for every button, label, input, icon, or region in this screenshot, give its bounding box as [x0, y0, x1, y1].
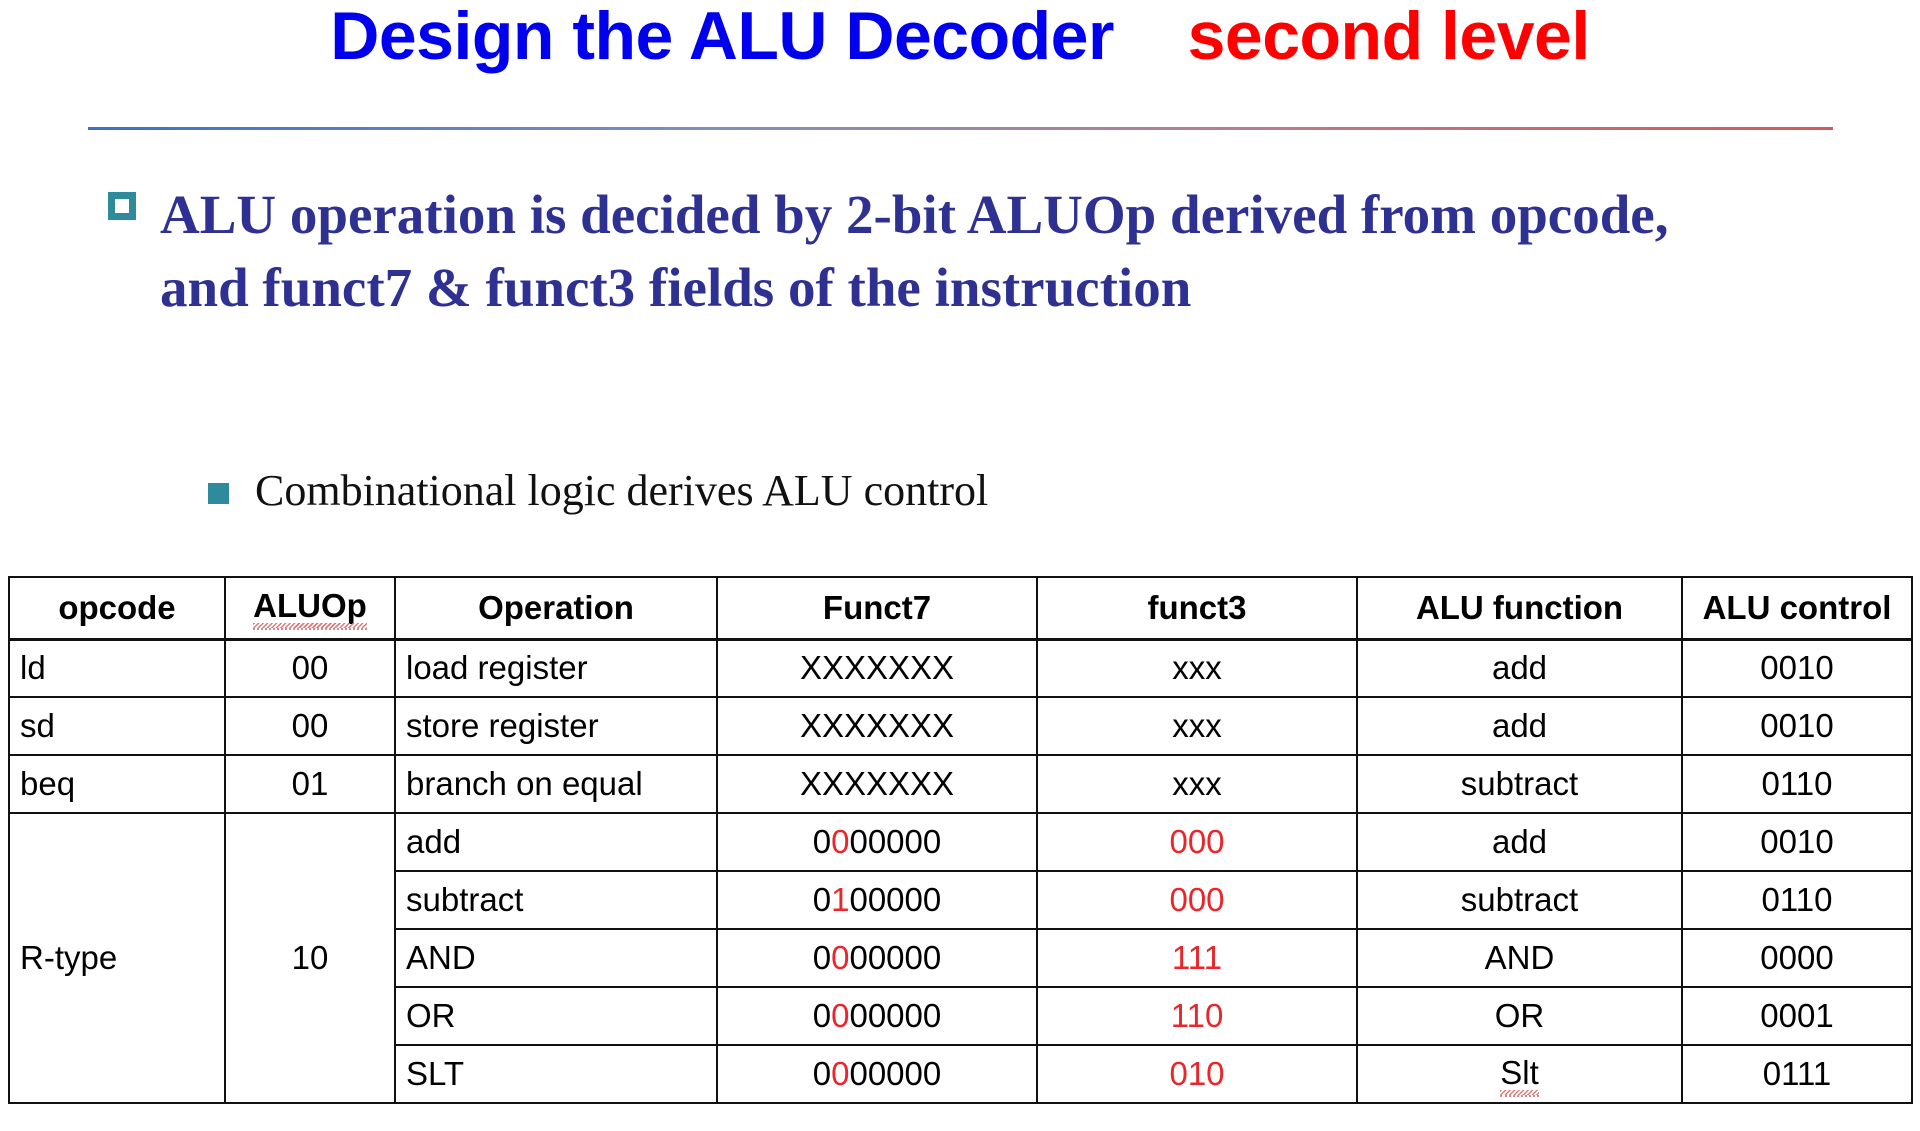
cell-aluop: 01 [224, 754, 396, 814]
cell-funct7: XXXXXXX [716, 638, 1038, 698]
title-divider [88, 127, 1833, 130]
cell-opcode: R-type [8, 812, 226, 1104]
cell-alu-control: 0010 [1681, 812, 1913, 872]
hollow-square-icon [108, 192, 136, 220]
table-header-cell: ALU function [1356, 576, 1683, 641]
cell-funct7: 0100000 [716, 870, 1038, 930]
cell-operation: subtract [394, 870, 718, 930]
cell-operation: load register [394, 638, 718, 698]
cell-opcode: ld [8, 638, 226, 698]
table-header-cell: ALU control [1681, 576, 1913, 641]
table-header-cell: ALUOp [224, 576, 396, 641]
cell-alu-control: 0010 [1681, 696, 1913, 756]
cell-operation: SLT [394, 1044, 718, 1104]
cell-alu-function: add [1356, 638, 1683, 698]
cell-alu-control: 0110 [1681, 870, 1913, 930]
cell-funct3: 111 [1036, 928, 1358, 988]
cell-aluop: 00 [224, 638, 396, 698]
bullet-level2: Combinational logic derives ALU control [208, 465, 988, 518]
cell-operation: add [394, 812, 718, 872]
bullet-level1-label: ALU operation is decided by 2-bit ALUOp … [160, 184, 1669, 319]
cell-funct3: 000 [1036, 812, 1358, 872]
table-header-cell: funct3 [1036, 576, 1358, 641]
cell-alu-function: OR [1356, 986, 1683, 1046]
cell-funct3: 000 [1036, 870, 1358, 930]
cell-operation: branch on equal [394, 754, 718, 814]
cell-funct7: XXXXXXX [716, 696, 1038, 756]
page-title: Design the ALU Decoder second level [0, 0, 1920, 74]
cell-funct3: 010 [1036, 1044, 1358, 1104]
page-title-main: Design the ALU Decoder [330, 0, 1114, 74]
cell-alu-function: Slt [1356, 1044, 1683, 1104]
cell-alu-control: 0001 [1681, 986, 1913, 1046]
cell-operation: OR [394, 986, 718, 1046]
cell-funct7: 0000000 [716, 1044, 1038, 1104]
cell-alu-function: subtract [1356, 754, 1683, 814]
cell-funct7: XXXXXXX [716, 754, 1038, 814]
table-header-cell: Funct7 [716, 576, 1038, 641]
bullet-level1: ALU operation is decided by 2-bit ALUOp … [108, 178, 1868, 324]
cell-alu-function: add [1356, 696, 1683, 756]
page-title-accent: second level [1187, 0, 1591, 74]
cell-aluop: 10 [224, 812, 396, 1104]
cell-alu-function: add [1356, 812, 1683, 872]
cell-opcode: beq [8, 754, 226, 814]
cell-funct7: 0000000 [716, 986, 1038, 1046]
cell-opcode: sd [8, 696, 226, 756]
cell-alu-function: subtract [1356, 870, 1683, 930]
cell-funct3: xxx [1036, 696, 1358, 756]
cell-operation: AND [394, 928, 718, 988]
cell-operation: store register [394, 696, 718, 756]
table-header-cell: opcode [8, 576, 226, 641]
spellcheck-underline: ALUOp [253, 587, 367, 631]
cell-alu-control: 0010 [1681, 638, 1913, 698]
spellcheck-underline: Slt [1500, 1054, 1539, 1097]
cell-funct7: 0000000 [716, 812, 1038, 872]
cell-alu-control: 0000 [1681, 928, 1913, 988]
cell-alu-control: 0110 [1681, 754, 1913, 814]
table-header-cell: Operation [394, 576, 718, 641]
cell-funct3: xxx [1036, 754, 1358, 814]
filled-square-icon [208, 483, 229, 504]
cell-aluop: 00 [224, 696, 396, 756]
cell-funct3: 110 [1036, 986, 1358, 1046]
cell-funct3: xxx [1036, 638, 1358, 698]
bullet-level2-label: Combinational logic derives ALU control [255, 466, 989, 515]
cell-alu-control: 0111 [1681, 1044, 1913, 1104]
cell-alu-function: AND [1356, 928, 1683, 988]
cell-funct7: 0000000 [716, 928, 1038, 988]
